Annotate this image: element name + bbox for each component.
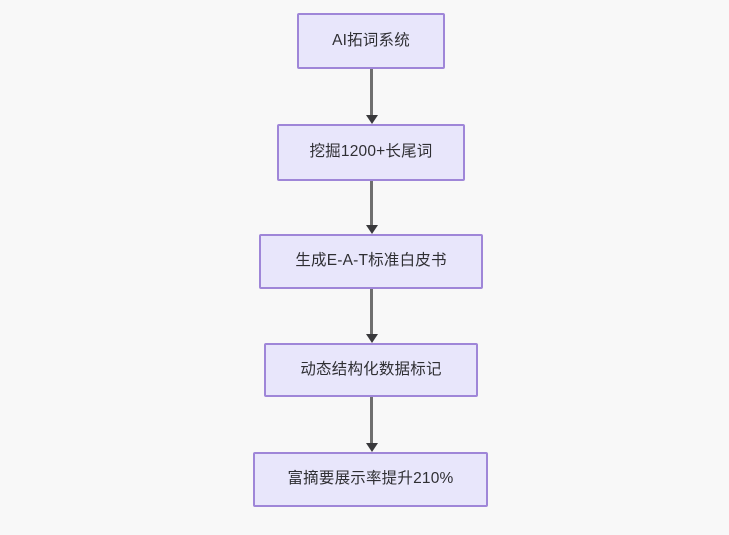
edge-line xyxy=(370,181,373,226)
flow-node-mine-longtail-keywords[interactable]: 挖掘1200+长尾词 xyxy=(277,124,465,181)
edge-line xyxy=(370,397,373,444)
arrowhead-icon xyxy=(365,225,378,234)
edge-line xyxy=(370,69,373,116)
flow-node-dynamic-structured-data-markup[interactable]: 动态结构化数据标记 xyxy=(264,343,478,397)
flow-node-label: 挖掘1200+长尾词 xyxy=(309,143,433,161)
flow-node-label: 富摘要展示率提升210% xyxy=(287,470,454,488)
arrowhead-icon xyxy=(365,334,378,343)
arrowhead-icon xyxy=(365,443,378,452)
flow-node-label: AI拓词系统 xyxy=(332,31,410,49)
arrowhead-icon xyxy=(365,115,378,124)
flow-node-rich-snippet-impression-lift[interactable]: 富摘要展示率提升210% xyxy=(253,452,488,507)
flow-node-label: 生成E-A-T标准白皮书 xyxy=(295,252,447,270)
flow-node-generate-eat-whitepaper[interactable]: 生成E-A-T标准白皮书 xyxy=(259,234,483,289)
edge-line xyxy=(370,289,373,335)
flow-node-ai-keyword-system[interactable]: AI拓词系统 xyxy=(297,13,445,69)
flow-node-label: 动态结构化数据标记 xyxy=(300,360,442,378)
